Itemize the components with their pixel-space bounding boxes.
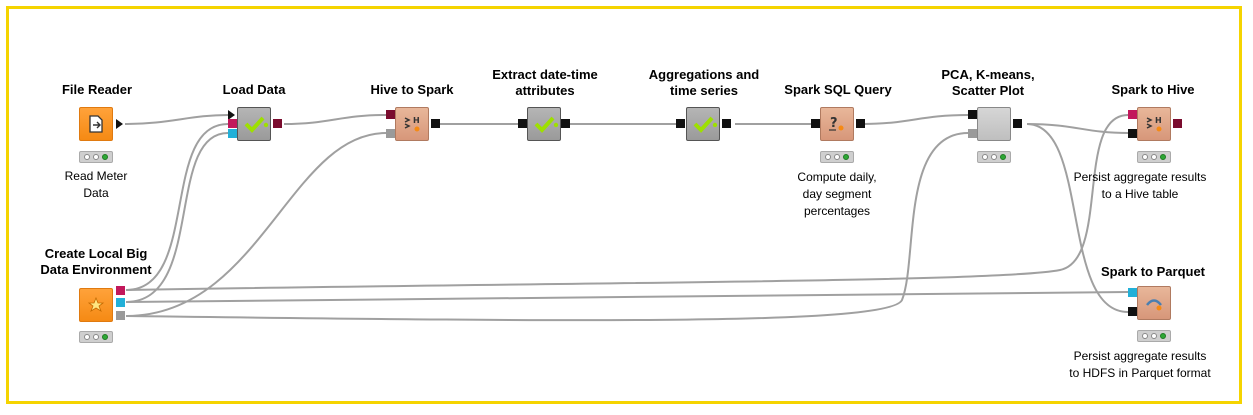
file-reader-status [79, 151, 113, 163]
checkmark-icon [693, 116, 718, 133]
hive-to-spark-output-port[interactable] [431, 119, 440, 128]
spark-to-parquet-input-port-2[interactable] [1128, 307, 1137, 316]
node-title-hive-to-spark: Hive to Spark [370, 82, 454, 97]
load-data-node[interactable] [237, 107, 271, 141]
connection-env-to-spark-to-parquet [125, 291, 1129, 303]
workflow-canvas-frame [6, 6, 1242, 404]
node-title-load-data: Load Data [222, 82, 286, 97]
spark-to-hive-icon: H [1146, 116, 1162, 132]
annotation-file-reader: Read Meter Data [64, 169, 128, 200]
extract-datetime-output-port[interactable] [561, 119, 570, 128]
load-data-output-port[interactable] [273, 119, 282, 128]
connection-env-to-load-data-red [125, 123, 229, 291]
svg-text:?: ? [830, 116, 838, 131]
spark-to-hive-status [1137, 151, 1171, 163]
connection-env-to-hive-to-spark [125, 132, 387, 317]
connection-pca-to-spark-to-parquet [1026, 123, 1129, 313]
node-title-spark-sql: Spark SQL Query [784, 82, 892, 97]
load-data-input-port-1[interactable] [228, 110, 235, 120]
star-icon [87, 296, 105, 312]
pca-kmeans-input-port-2[interactable] [968, 129, 977, 138]
annotation-spark-to-hive: Persist aggregate results to a Hive tabl… [1073, 170, 1207, 201]
file-import-icon [89, 115, 103, 133]
node-title-extract-datetime: Extract date-time attributes [492, 67, 598, 98]
node-title-spark-to-parquet: Spark to Parquet [1100, 264, 1206, 279]
aggregations-input-port[interactable] [676, 119, 685, 128]
hive-to-spark-icon: H [404, 116, 420, 132]
annotation-spark-sql: Compute daily, day segment percentages [797, 170, 877, 218]
spark-sql-input-port[interactable] [811, 119, 820, 128]
sql-query-icon: ? [829, 116, 844, 131]
extract-datetime-node[interactable] [527, 107, 561, 141]
svg-text:H: H [1155, 116, 1162, 125]
load-data-input-port-2[interactable] [228, 119, 237, 128]
connection-env-to-spark-to-hive [125, 114, 1129, 291]
load-data-input-port-3[interactable] [228, 129, 237, 138]
connection-env-to-load-data-cyan [125, 132, 229, 303]
spark-to-hive-input-port-2[interactable] [1128, 129, 1137, 138]
spark-to-parquet-node[interactable] [1137, 286, 1171, 320]
spark-to-parquet-status [1137, 330, 1171, 342]
create-env-output-port-3[interactable] [116, 311, 125, 320]
node-title-aggregations: Aggregations and time series [648, 67, 760, 98]
checkmark-icon [534, 116, 559, 133]
spark-to-parquet-input-port-1[interactable] [1128, 288, 1137, 297]
file-reader-node[interactable] [79, 107, 113, 141]
hive-to-spark-input-port-2[interactable] [386, 129, 395, 138]
connection-file-reader-to-load-data [124, 114, 229, 125]
pca-kmeans-node[interactable] [977, 107, 1011, 141]
spark-sql-output-port[interactable] [856, 119, 865, 128]
create-env-output-port-2[interactable] [116, 298, 125, 307]
spark-to-hive-output-port[interactable] [1173, 119, 1182, 128]
spark-to-hive-input-port-1[interactable] [1128, 110, 1137, 119]
hive-to-spark-input-port-1[interactable] [386, 110, 395, 119]
node-title-file-reader: File Reader [61, 82, 133, 97]
extract-datetime-input-port[interactable] [518, 119, 527, 128]
svg-text:H: H [413, 116, 420, 125]
node-title-spark-to-hive: Spark to Hive [1111, 82, 1195, 97]
hive-to-spark-node[interactable]: H [395, 107, 429, 141]
pca-kmeans-status [977, 151, 1011, 163]
annotation-spark-to-parquet: Persist aggregate results to HDFS in Par… [1069, 349, 1211, 380]
parquet-icon [1146, 299, 1162, 311]
create-env-output-port-1[interactable] [116, 286, 125, 295]
connection-env-to-pca [125, 132, 969, 322]
spark-to-hive-node[interactable]: H [1137, 107, 1171, 141]
create-env-status [79, 331, 113, 343]
create-env-node[interactable] [79, 288, 113, 322]
connection-sql-to-pca [861, 114, 969, 125]
spark-sql-status [820, 151, 854, 163]
connection-pca-to-spark-to-hive [1026, 123, 1129, 134]
aggregations-output-port[interactable] [722, 119, 731, 128]
node-title-pca-kmeans: PCA, K-means, Scatter Plot [941, 67, 1035, 98]
pca-kmeans-output-port[interactable] [1013, 119, 1022, 128]
aggregations-node[interactable] [686, 107, 720, 141]
file-reader-output-port[interactable] [116, 119, 123, 129]
spark-sql-node[interactable]: ? [820, 107, 854, 141]
node-title-create-env: Create Local Big Data Environment [40, 246, 152, 277]
pca-kmeans-input-port-1[interactable] [968, 110, 977, 119]
checkmark-icon [244, 116, 269, 133]
connection-load-data-to-hive-to-spark [283, 114, 387, 125]
